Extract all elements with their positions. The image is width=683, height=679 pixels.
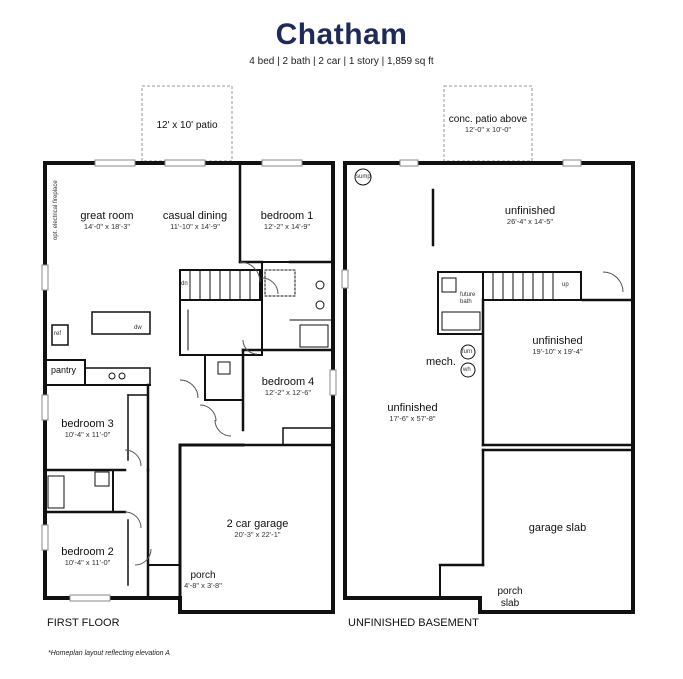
patio-label: 12' x 10' patio <box>156 120 218 131</box>
bedroom-4-label: bedroom 4 12'-2" x 12'-6" <box>261 376 315 397</box>
plan-title: Chatham <box>275 18 408 51</box>
basement-unfinished-right-label: unfinished 19'-10" x 19'-4" <box>532 335 583 356</box>
dw-label: dw <box>134 325 142 331</box>
garage-slab-label: garage slab <box>528 522 587 534</box>
first-floor-doors <box>124 261 279 566</box>
first-floor-windows <box>41 159 337 602</box>
mech-label: mech. <box>426 356 456 368</box>
garage-label: 2 car garage 20'-3" x 22'-1" <box>226 518 289 539</box>
first-floor-caption: FIRST FLOOR <box>47 617 120 629</box>
ref-label: ref <box>54 331 62 337</box>
bedroom-3-label: bedroom 3 10'-4" x 11'-0" <box>61 418 114 439</box>
first-floor-walls <box>43 161 335 614</box>
dn-label: dn <box>181 281 188 287</box>
basement-windows <box>341 159 582 289</box>
casual-dining-label: casual dining 11'-10" x 14'-9" <box>162 210 228 231</box>
future-bath-label: future bath <box>460 292 476 305</box>
sump-label: sump <box>356 174 371 180</box>
basement-stair-treads <box>492 272 554 300</box>
footnote: *Homeplan layout reflecting elevation A <box>48 650 170 657</box>
porch-label: porch 4'-8" x 3'-8" <box>184 570 222 590</box>
basement-caption: UNFINISHED BASEMENT <box>348 617 479 629</box>
great-room-label: great room 14'-0" x 18'-3" <box>80 210 134 231</box>
first-floor-stair-treads <box>189 270 251 300</box>
wh-label: wh <box>463 367 471 373</box>
conc-patio-label: conc. patio above 12'-0" x 10'-0" <box>448 114 528 134</box>
bedroom-1-label: bedroom 1 12'-2" x 14'-9" <box>260 210 314 231</box>
pantry-label: pantry <box>51 365 77 375</box>
basement-doors <box>602 271 624 293</box>
up-label: up <box>562 282 569 288</box>
fireplace-label: opt. electrical fireplace <box>53 180 59 240</box>
basement-unfinished-top-label: unfinished 26'-4" x 14'-5" <box>504 205 556 226</box>
basement-walls <box>343 161 635 614</box>
bedroom-2-label: bedroom 2 10'-4" x 11'-0" <box>61 546 114 567</box>
basement-unfinished-main-label: unfinished 17'-6" x 57'-8" <box>387 402 438 423</box>
furn-label: furn <box>462 349 473 355</box>
plan-specs: 4 bed | 2 bath | 2 car | 1 story | 1,859… <box>249 56 434 67</box>
porch-slab-label: porch slab <box>497 586 523 609</box>
